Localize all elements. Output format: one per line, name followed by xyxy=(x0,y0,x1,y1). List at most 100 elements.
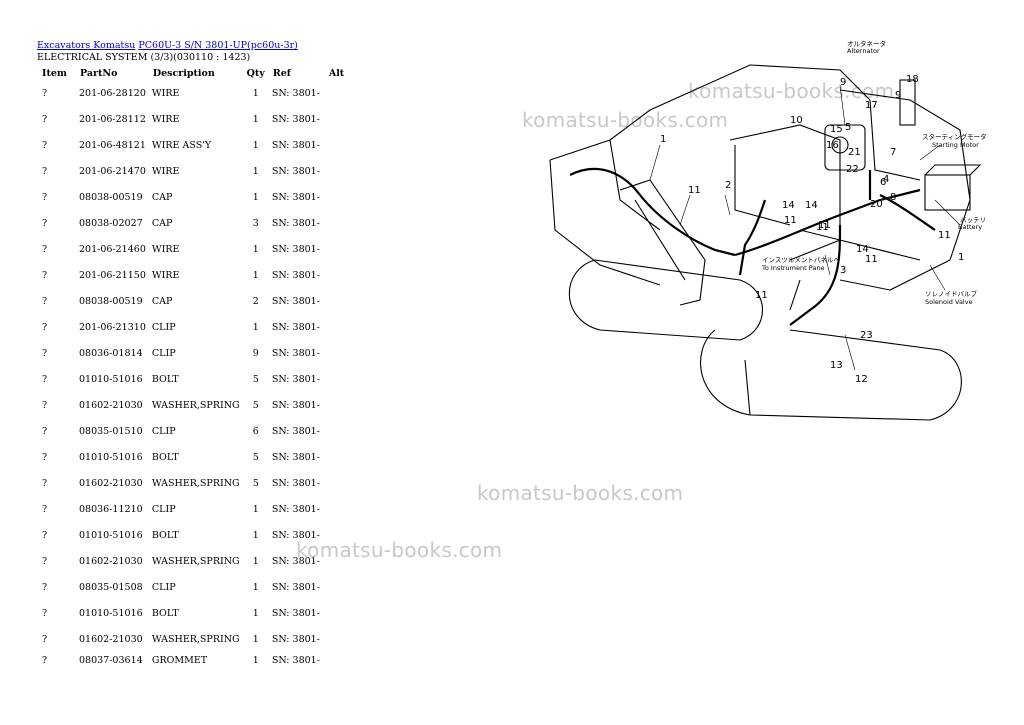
callout-number: 11 xyxy=(865,254,878,265)
qty-cell: 1 xyxy=(252,243,259,255)
jp-label-instrument-panel: インスツルメントパネルへ xyxy=(762,256,840,264)
callout-number: 11 xyxy=(755,290,768,301)
callout-number: 4 xyxy=(883,174,889,185)
alt-cell xyxy=(325,496,348,522)
item-cell: ? xyxy=(42,139,48,151)
col-partno: PartNo xyxy=(80,67,118,79)
item-cell: ? xyxy=(42,581,48,593)
col-alt: Alt xyxy=(328,67,345,79)
ref-cell: SN: 3801- xyxy=(271,321,320,333)
ref-cell: SN: 3801- xyxy=(271,633,320,645)
item-cell: ? xyxy=(42,347,48,359)
item-cell: ? xyxy=(42,633,48,645)
col-qty: Qty xyxy=(246,67,265,79)
partno-cell: 08035-01510 xyxy=(79,425,143,437)
description-cell: CLIP xyxy=(151,503,176,515)
item-cell: ? xyxy=(42,451,48,463)
partno-cell: 201-06-21150 xyxy=(79,269,146,281)
description-cell: WIRE xyxy=(151,87,180,99)
item-cell: ? xyxy=(42,165,48,177)
col-item: Item xyxy=(42,67,67,79)
alt-cell xyxy=(325,652,348,668)
alt-cell xyxy=(325,418,348,444)
item-cell: ? xyxy=(42,425,48,437)
item-cell: ? xyxy=(42,295,48,307)
callout-number: 23 xyxy=(860,330,873,341)
description-cell: CLIP xyxy=(151,425,176,437)
qty-cell: 1 xyxy=(252,87,259,99)
item-cell: ? xyxy=(42,113,48,125)
alt-cell xyxy=(325,210,348,236)
description-cell: BOLT xyxy=(151,529,179,541)
partno-cell: 01010-51016 xyxy=(79,607,143,619)
ref-cell: SN: 3801- xyxy=(271,529,320,541)
qty-cell: 1 xyxy=(252,269,259,281)
callout-number: 1 xyxy=(958,252,964,263)
qty-cell: 1 xyxy=(252,581,259,593)
item-cell: ? xyxy=(42,477,48,489)
item-cell: ? xyxy=(42,217,48,229)
alt-cell xyxy=(325,444,348,470)
ref-cell: SN: 3801- xyxy=(271,581,320,593)
callout-number: 13 xyxy=(830,360,843,371)
breadcrumb-link-excavators[interactable]: Excavators Komatsu xyxy=(37,40,136,51)
ref-cell: SN: 3801- xyxy=(271,654,320,666)
partno-cell: 08036-01814 xyxy=(79,347,143,359)
alt-cell xyxy=(325,600,348,626)
callout-number: 9 xyxy=(840,77,846,88)
item-cell: ? xyxy=(42,321,48,333)
alt-cell xyxy=(325,626,348,652)
leader-lines xyxy=(649,84,961,371)
description-cell: WIRE xyxy=(151,165,180,177)
ref-cell: SN: 3801- xyxy=(271,555,320,567)
ref-cell: SN: 3801- xyxy=(271,295,320,307)
qty-cell: 5 xyxy=(252,373,259,385)
breadcrumb-link-model[interactable]: PC60U-3 S/N 3801-UP(pc60u-3r) xyxy=(138,40,298,51)
description-cell: BOLT xyxy=(151,373,179,385)
item-cell: ? xyxy=(42,269,48,281)
qty-cell: 1 xyxy=(252,191,259,203)
partno-cell: 01602-21030 xyxy=(79,555,143,567)
callout-number: 14 xyxy=(856,244,869,255)
partno-cell: 201-06-48121 xyxy=(79,139,146,151)
ref-cell: SN: 3801- xyxy=(271,373,320,385)
callout-number: 11 xyxy=(816,222,829,233)
breadcrumb: Excavators Komatsu PC60U-3 S/N 3801-UP(p… xyxy=(37,40,298,52)
description-cell: GROMMET xyxy=(151,654,208,666)
ref-cell: SN: 3801- xyxy=(271,399,320,411)
qty-cell: 5 xyxy=(252,477,259,489)
wire-harness xyxy=(569,167,936,326)
item-cell: ? xyxy=(42,607,48,619)
qty-cell: 5 xyxy=(252,451,259,463)
description-cell: WIRE xyxy=(151,269,180,281)
jp-label-solenoid-valve: ソレノイドバルブ xyxy=(925,289,978,298)
table-header-row: Item PartNo Description Qty Ref Alt xyxy=(36,66,348,80)
qty-cell: 1 xyxy=(252,503,259,515)
description-cell: CLIP xyxy=(151,581,176,593)
machine-outline xyxy=(549,64,982,421)
description-cell: WIRE xyxy=(151,113,180,125)
callout-number: 18 xyxy=(906,74,919,85)
callout-number: 16 xyxy=(826,140,839,151)
partno-cell: 08036-11210 xyxy=(79,503,143,515)
callout-number: 7 xyxy=(890,147,896,158)
jp-label-battery: バッテリ xyxy=(960,216,986,224)
partno-cell: 01602-21030 xyxy=(79,399,143,411)
description-cell: WASHER,SPRING xyxy=(151,399,240,411)
alt-cell xyxy=(325,574,348,600)
callout-number: 9 xyxy=(895,90,901,101)
